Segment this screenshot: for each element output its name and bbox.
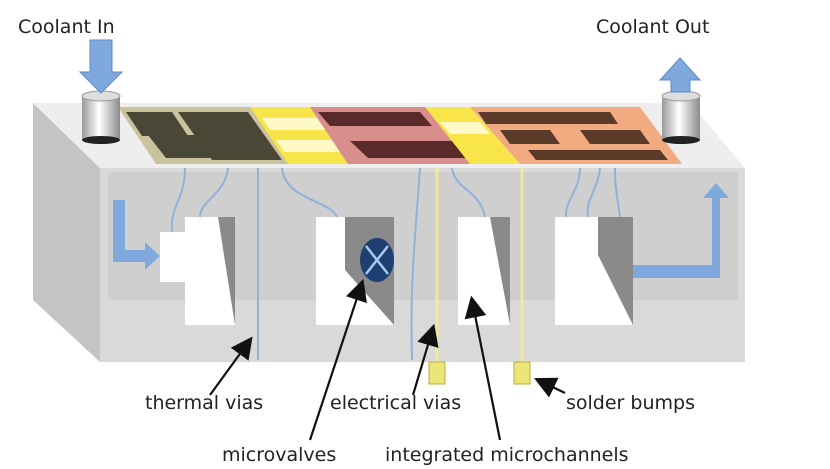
coolant-in-arrow: [78, 39, 124, 94]
solder-bumps-label: solder bumps: [566, 392, 695, 414]
integrated-microchannels-label: integrated microchannels: [385, 444, 629, 466]
body-side-face: [33, 103, 100, 362]
microchannel-1: [160, 217, 235, 325]
thermal-vias: [170, 167, 621, 361]
microvalve-icon: [360, 238, 394, 282]
interposer-yellow-2: [425, 107, 520, 164]
coolant-outlet-port: [661, 90, 701, 144]
coolant-in-label: Coolant In: [18, 16, 115, 38]
thermal-vias-label: thermal vias: [145, 392, 264, 414]
coolant-inlet-port: [81, 90, 121, 144]
solder-bumps: [428, 361, 531, 385]
pointer-arrows: [209, 278, 566, 441]
coolant-out-label: Coolant Out: [596, 16, 710, 38]
microchannel-3: [458, 217, 510, 325]
microchannel-4: [555, 217, 633, 325]
coolant-out-arrow: [658, 57, 702, 93]
inlet-flow-arrow: [113, 200, 160, 270]
microvalves-label: microvalves: [222, 444, 337, 466]
electrical-vias-label: electrical vias: [330, 392, 462, 414]
